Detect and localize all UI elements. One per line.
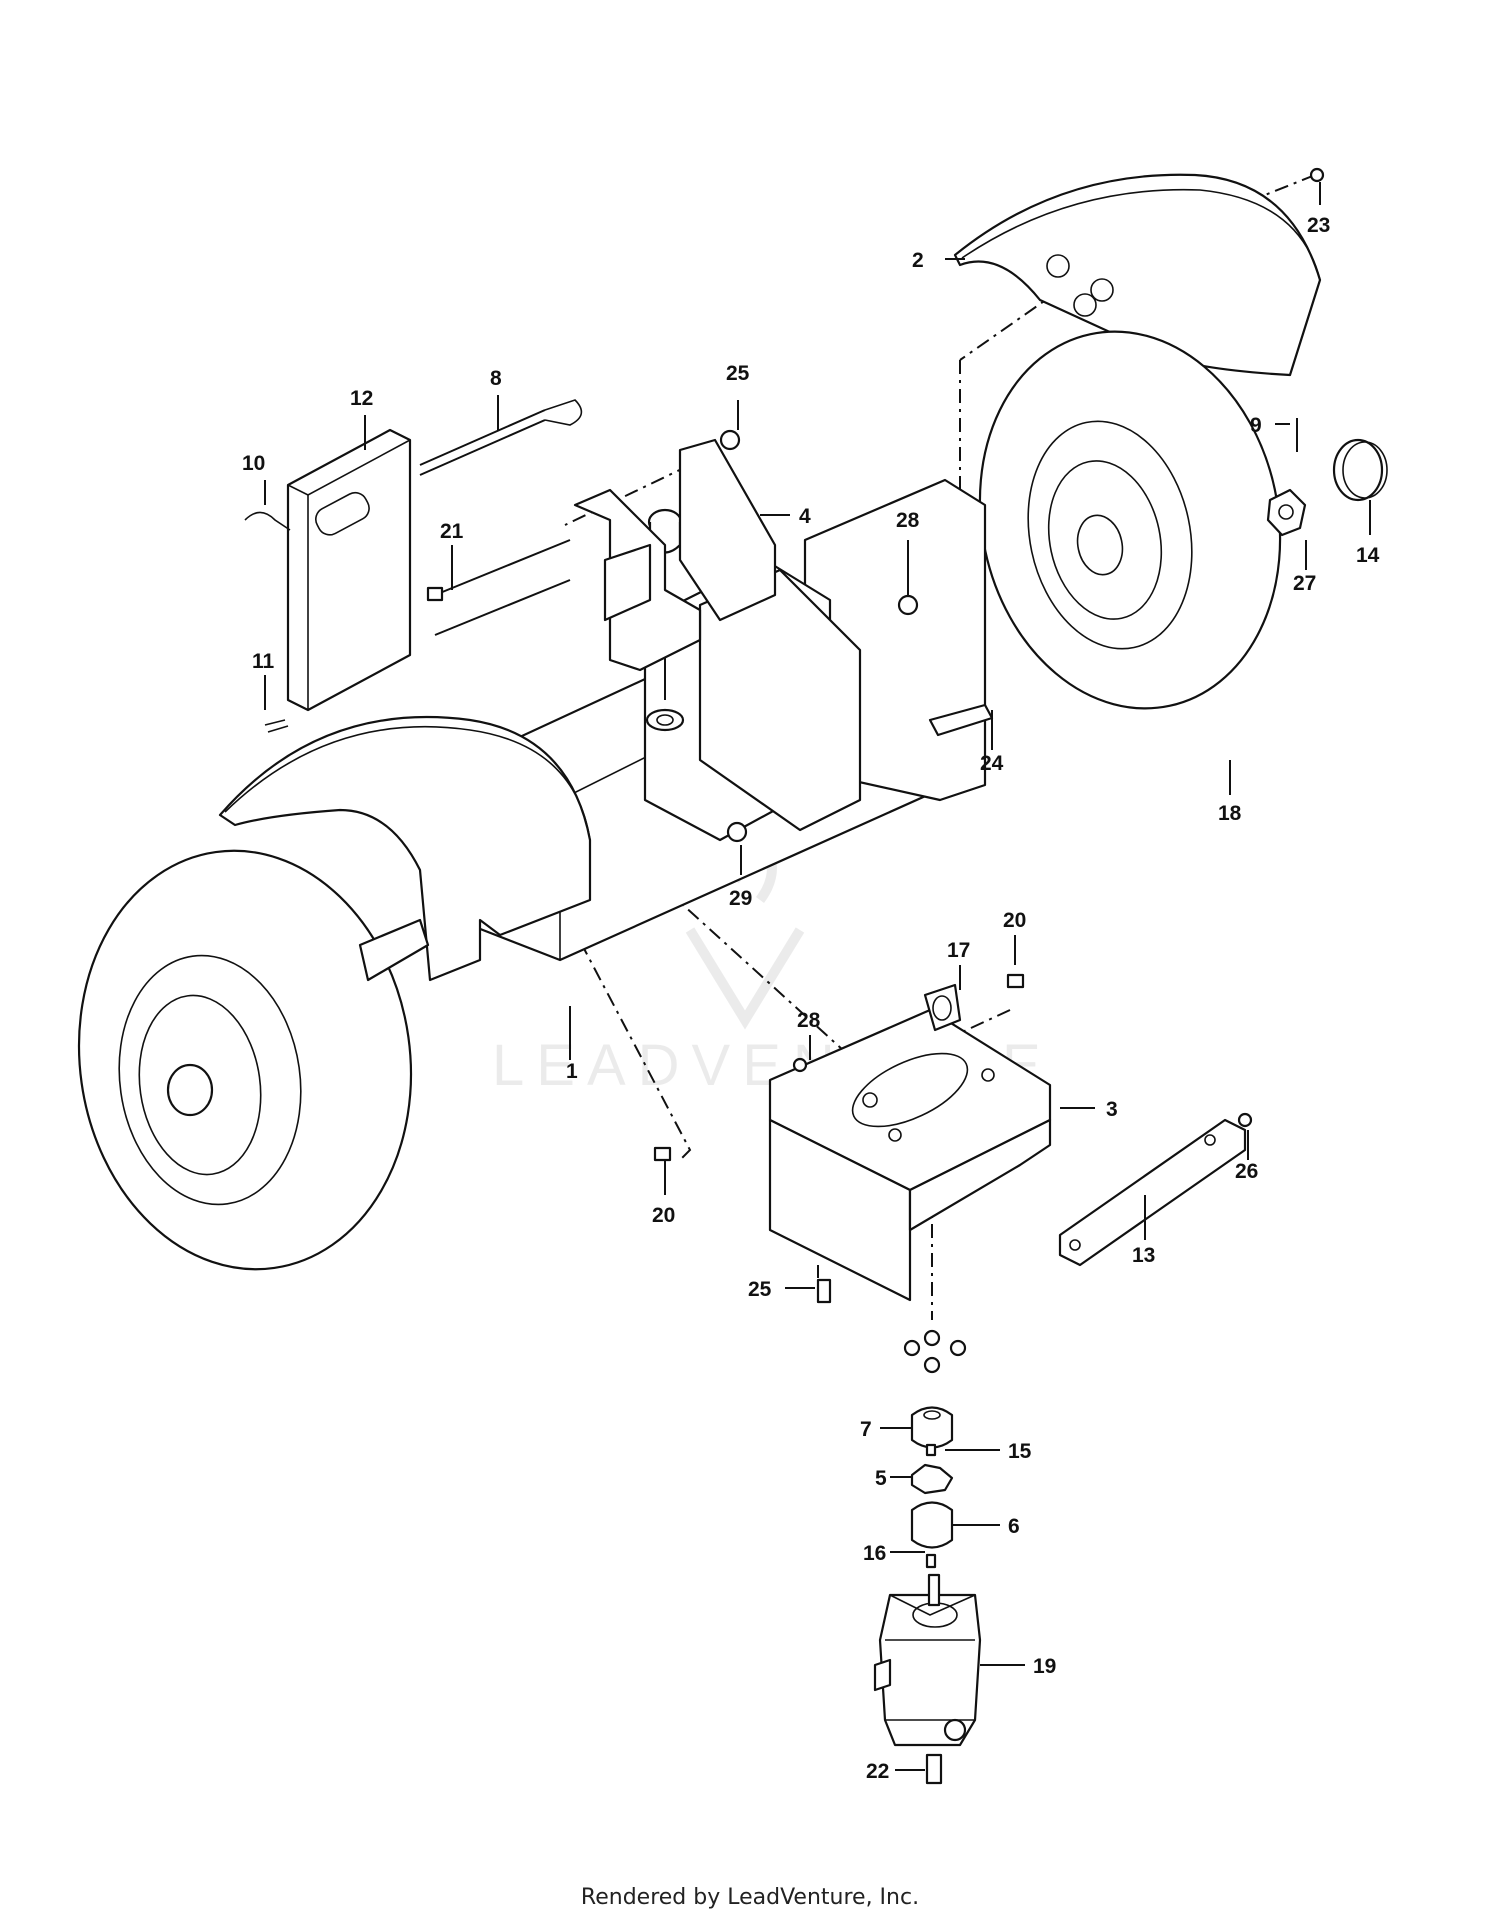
callout-2: 2 xyxy=(912,249,924,272)
rod-pins xyxy=(419,399,583,636)
nut-pump-c xyxy=(949,1339,967,1357)
bolt-23 xyxy=(1309,167,1325,183)
callout-25-top: 25 xyxy=(726,362,750,385)
bolt-25-lower xyxy=(816,1278,832,1304)
coupling-stack xyxy=(910,1406,954,1569)
fender-bolt-head xyxy=(1073,293,1097,317)
callout-27: 27 xyxy=(1293,572,1316,595)
hose-clamp xyxy=(923,983,962,1032)
callout-5: 5 xyxy=(875,1467,887,1490)
coupling-half-bottom xyxy=(910,1501,954,1549)
nut-pump-a xyxy=(903,1339,921,1357)
callout-11: 11 xyxy=(252,650,275,673)
callouts: 1 2 3 4 5 6 7 8 9 10 11 12 13 14 15 16 1… xyxy=(242,214,1380,1783)
callout-19: 19 xyxy=(1033,1655,1056,1678)
fender-bolt-head xyxy=(1046,254,1070,278)
callout-20-left: 20 xyxy=(652,1204,675,1227)
guard-bar xyxy=(1058,1118,1247,1267)
hair-pin-clip xyxy=(244,511,291,531)
nut-pump-b xyxy=(923,1329,941,1347)
callout-10: 10 xyxy=(242,452,265,475)
bolt-26 xyxy=(1237,1112,1253,1128)
callout-13: 13 xyxy=(1132,1244,1155,1267)
callout-23: 23 xyxy=(1307,214,1330,237)
leader-lines xyxy=(264,182,1371,1771)
bolt-20-left xyxy=(653,1146,672,1162)
coupling-half-top xyxy=(910,1406,954,1449)
callout-29: 29 xyxy=(729,887,752,910)
callout-17: 17 xyxy=(947,939,970,962)
nut-pump-d xyxy=(923,1356,941,1374)
footer-credit: Rendered by LeadVenture, Inc. xyxy=(580,1885,920,1910)
fasteners xyxy=(653,167,1325,1374)
callout-16: 16 xyxy=(863,1542,886,1565)
nut-28-lower xyxy=(792,1057,808,1073)
nut-28-top xyxy=(897,594,919,616)
control-plate xyxy=(286,428,412,712)
key-16 xyxy=(925,1553,937,1569)
pump-mount-bracket xyxy=(768,1008,1052,1302)
callout-7: 7 xyxy=(860,1418,872,1441)
callout-18: 18 xyxy=(1218,802,1242,825)
callout-20-right: 20 xyxy=(1003,909,1026,932)
mounting-bracket xyxy=(573,438,777,672)
callout-24: 24 xyxy=(980,752,1004,775)
callout-28-top: 28 xyxy=(896,509,920,532)
callout-9: 9 xyxy=(1250,414,1262,437)
callout-8: 8 xyxy=(490,367,502,390)
wheel-left xyxy=(77,849,430,1271)
callout-28-lower: 28 xyxy=(797,1009,821,1032)
hub-cap xyxy=(1332,438,1388,502)
callout-26: 26 xyxy=(1235,1160,1258,1183)
callout-3: 3 xyxy=(1106,1098,1118,1121)
castle-nut xyxy=(1266,488,1307,537)
fender-front xyxy=(218,715,592,982)
nut-29 xyxy=(726,821,748,843)
callout-4: 4 xyxy=(799,505,811,528)
callout-1: 1 xyxy=(566,1060,578,1083)
bolt-22 xyxy=(925,1753,943,1785)
hydraulic-pump xyxy=(873,1573,982,1785)
callout-6: 6 xyxy=(1008,1515,1020,1538)
key-15 xyxy=(925,1443,937,1457)
callout-22: 22 xyxy=(866,1760,889,1783)
bolt-20-right xyxy=(1006,973,1025,989)
spider-insert xyxy=(910,1463,954,1495)
fender-bolt-head xyxy=(1090,278,1114,302)
callout-25-lower: 25 xyxy=(748,1278,772,1301)
callout-14: 14 xyxy=(1356,544,1380,567)
fender-rear xyxy=(953,173,1322,377)
callout-15: 15 xyxy=(1008,1440,1032,1463)
spring-clip xyxy=(264,719,289,733)
callout-12: 12 xyxy=(350,387,373,410)
nut-25-top xyxy=(719,429,741,451)
callout-21: 21 xyxy=(440,520,464,543)
